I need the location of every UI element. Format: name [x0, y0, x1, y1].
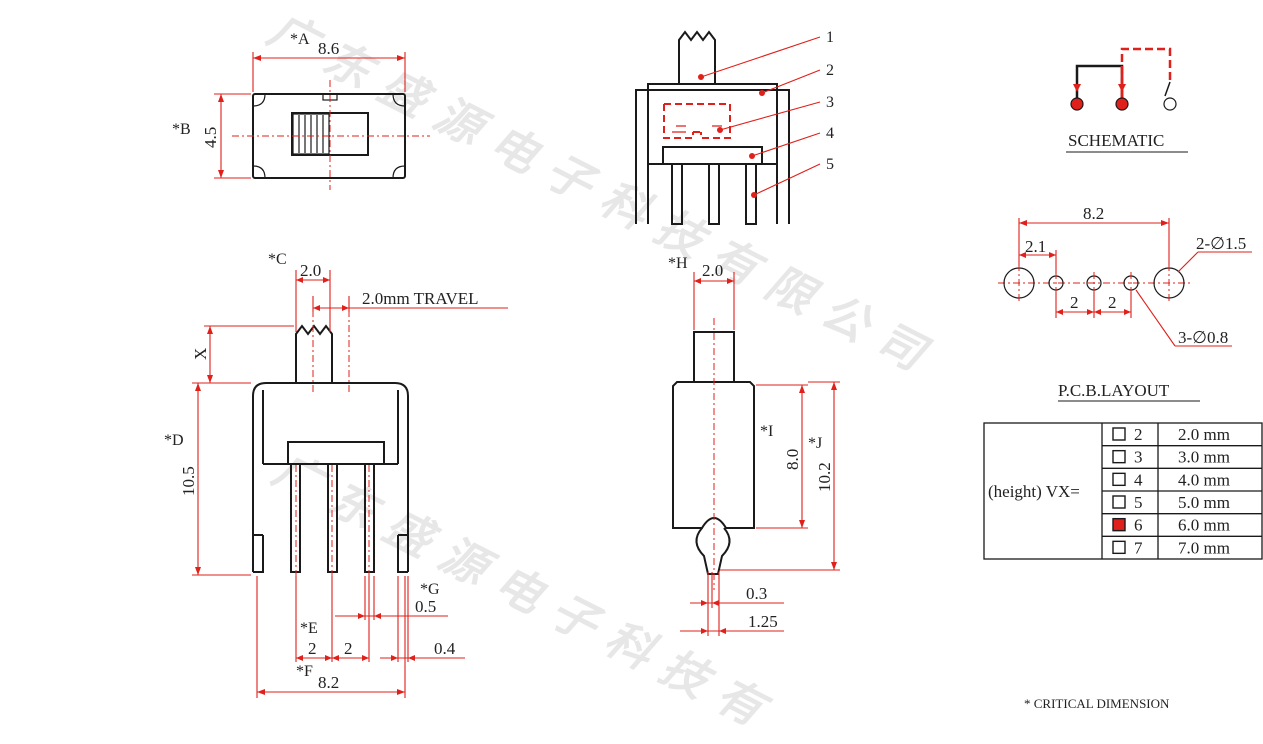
pcb-layout-title: P.C.B.LAYOUT: [1058, 381, 1170, 400]
dim-f-label: *F: [296, 663, 313, 680]
dim-x-label: X: [191, 348, 210, 360]
schematic-terminal-2: [1115, 97, 1129, 111]
dim-c-label: *C: [268, 251, 287, 268]
front-view-actuator: [295, 324, 333, 383]
dim-b-label: *B: [172, 121, 191, 138]
dim-d-value: 10.5: [179, 466, 198, 496]
height-code: 6: [1134, 516, 1143, 535]
schematic-terminal-3: [1163, 97, 1177, 111]
height-value: 2.0 mm: [1178, 425, 1230, 444]
pcb-span-dim: 8.2: [1083, 204, 1104, 223]
dim-b-value: 4.5: [201, 127, 220, 148]
dim-h-label: *H: [668, 255, 688, 272]
height-checkbox: [1112, 427, 1126, 441]
dim-i-label: *I: [760, 423, 773, 440]
height-value: 5.0 mm: [1178, 493, 1230, 512]
pcb-layout: 8.2 2.1 2-∅1.5 2 2 3-∅0.8 P.C.B.LAYOUT: [998, 204, 1252, 402]
critical-dimension-note: * CRITICAL DIMENSION: [1024, 696, 1170, 711]
dim-j-label: *J: [808, 435, 822, 452]
side-view: 1 2 3 4 5: [635, 29, 834, 225]
schematic: SCHEMATIC: [1066, 47, 1188, 153]
callout-4: 4: [826, 125, 834, 142]
schematic-title: SCHEMATIC: [1068, 131, 1164, 150]
height-table: (height) VX= 2 2.0 mm 3 3.0 mm 4 4.0 mm 5 5.0 m…: [983, 422, 1263, 560]
dim-e-value-2: 2: [344, 639, 353, 658]
dim-h-value: 2.0: [702, 261, 723, 280]
dim-a-value: 8.6: [318, 39, 339, 58]
end-view: *H 2.0 *I 8.0 *J 10.2 0.3 1.25: [668, 255, 840, 636]
dim-d-label: *D: [164, 432, 184, 449]
watermark-upper: 广 东 盛 源 电 子 科 技 有 限 公 司: [260, 2, 938, 383]
pcb-pitch-1: 2: [1070, 293, 1079, 312]
schematic-terminal-1: [1070, 97, 1084, 111]
height-code: 3: [1134, 448, 1143, 467]
front-view-body: [252, 382, 409, 572]
side-view-body: [647, 83, 778, 165]
dim-e-value-1: 2: [308, 639, 317, 658]
height-code: 5: [1134, 493, 1143, 512]
pcb-offset-dim: 2.1: [1025, 237, 1046, 256]
height-checkbox: [1112, 449, 1126, 464]
height-value: 3.0 mm: [1178, 448, 1230, 467]
side-view-actuator: [678, 30, 716, 84]
height-checkbox-checked: [1112, 517, 1126, 532]
pcb-pitch-2: 2: [1108, 293, 1117, 312]
travel-dim: 2.0mm TRAVEL: [362, 289, 479, 308]
height-code: 7: [1134, 538, 1143, 557]
height-checkbox: [1112, 472, 1126, 487]
dim-c-value: 2.0: [300, 261, 321, 280]
height-checkbox: [1112, 540, 1126, 555]
height-value: 7.0 mm: [1178, 538, 1230, 557]
callout-1: 1: [826, 29, 834, 46]
front-view: *C 2.0 2.0mm TRAVEL X *D 10.5 *G 0.5: [164, 251, 508, 698]
height-checkbox: [1112, 495, 1126, 509]
dim-i-value: 8.0: [783, 449, 802, 470]
pcb-large-hole-spec: 2-∅1.5: [1196, 234, 1246, 253]
dim-pin-value: 0.4: [434, 639, 456, 658]
height-code: 4: [1134, 470, 1143, 489]
dim-g-label: *G: [420, 581, 440, 598]
end-view-body: [672, 381, 755, 529]
table-row-label: (height) VX=: [988, 482, 1080, 501]
watermark-lower: 广 东 盛 源 电 子 科 技 有: [265, 442, 779, 739]
top-view: *A 8.6 *B 4.5: [172, 31, 430, 190]
dim-j-value: 10.2: [815, 462, 834, 492]
dim-g-value: 0.5: [415, 597, 436, 616]
dim-a-label: *A: [290, 31, 310, 48]
dim-e-label: *E: [300, 620, 318, 637]
height-code: 2: [1134, 425, 1143, 444]
dim-t1-value: 0.3: [746, 584, 767, 603]
callout-5: 5: [826, 156, 834, 173]
dim-f-value: 8.2: [318, 673, 339, 692]
callout-3: 3: [826, 94, 834, 111]
height-value: 6.0 mm: [1178, 516, 1230, 535]
pcb-small-hole-spec: 3-∅0.8: [1178, 328, 1228, 347]
dim-t2-value: 1.25: [748, 612, 778, 631]
height-value: 4.0 mm: [1178, 470, 1230, 489]
callout-2: 2: [826, 62, 834, 79]
